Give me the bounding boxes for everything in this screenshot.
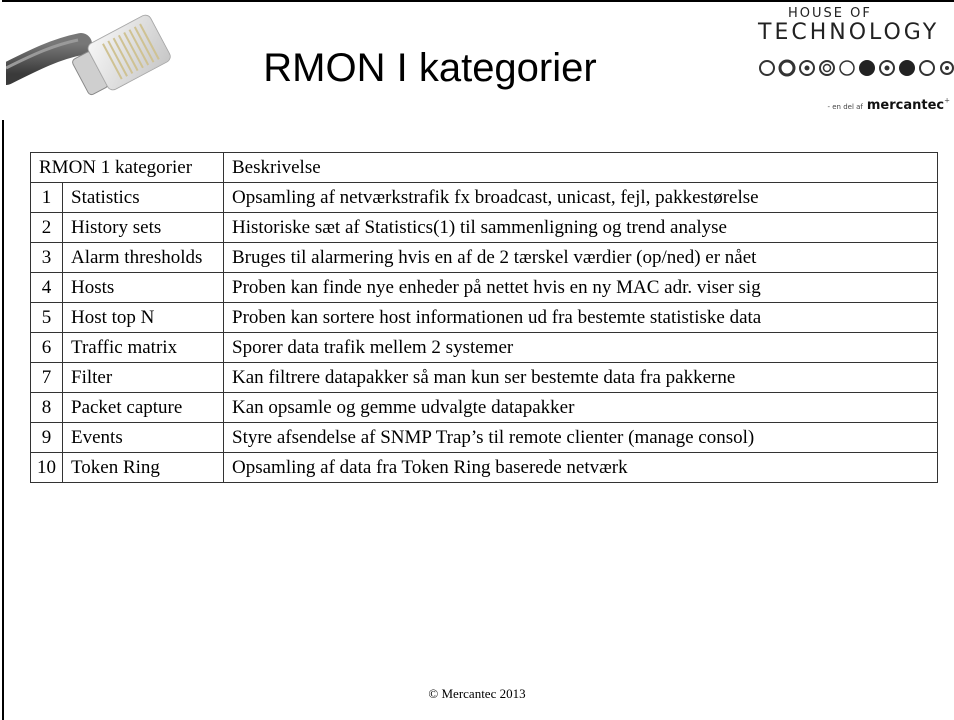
row-description: Proben kan finde nye enheder på nettet h… [223, 272, 938, 303]
row-category: Traffic matrix [62, 332, 224, 363]
rmon-categories-table: RMON 1 kategorier Beskrivelse 1 Statisti… [30, 152, 938, 483]
logo-tagline: - en del af mercantec+ [827, 96, 950, 114]
row-description: Styre afsendelse af SNMP Trap’s til remo… [223, 422, 938, 453]
row-category: Filter [62, 362, 224, 393]
table-row: 5 Host top N Proben kan sortere host inf… [30, 302, 938, 333]
logo-line-1: HOUSE OF [788, 6, 872, 21]
row-description: Proben kan sortere host informationen ud… [223, 302, 938, 333]
row-number: 5 [30, 302, 63, 333]
table-row: 3 Alarm thresholds Bruges til alarmering… [30, 242, 938, 273]
row-category: Hosts [62, 272, 224, 303]
slide-title: RMON I kategorier [263, 46, 597, 90]
row-description: Kan filtrere datapakker så man kun ser b… [223, 362, 938, 393]
row-number: 6 [30, 332, 63, 363]
header-cell-categories: RMON 1 kategorier [30, 152, 224, 183]
row-category: Packet capture [62, 392, 224, 423]
table-row: 2 History sets Historiske sæt af Statist… [30, 212, 938, 243]
row-category: Alarm thresholds [62, 242, 224, 273]
row-description: Historiske sæt af Statistics(1) til samm… [223, 212, 938, 243]
row-description: Kan opsamle og gemme udvalgte datapakker [223, 392, 938, 423]
row-number: 8 [30, 392, 63, 423]
row-description: Opsamling af netværkstrafik fx broadcast… [223, 182, 938, 213]
table-row: 8 Packet capture Kan opsamle og gemme ud… [30, 392, 938, 423]
row-number: 2 [30, 212, 63, 243]
network-cable-icon [6, 14, 171, 96]
logo-tagline-small: - en del af [827, 103, 863, 111]
row-category: Events [62, 422, 224, 453]
table-row: 9 Events Styre afsendelse af SNMP Trap’s… [30, 422, 938, 453]
table-row: 6 Traffic matrix Sporer data trafik mell… [30, 332, 938, 363]
row-number: 9 [30, 422, 63, 453]
table-row: 10 Token Ring Opsamling af data fra Toke… [30, 452, 938, 483]
logo-brand-mark: + [944, 96, 950, 105]
row-description: Bruges til alarmering hvis en af de 2 tæ… [223, 242, 938, 273]
table-row: 4 Hosts Proben kan finde nye enheder på … [30, 272, 938, 303]
logo-dots-icon [759, 59, 954, 77]
header-cell-description: Beskrivelse [223, 152, 938, 183]
logo-brand: mercantec [866, 98, 945, 113]
house-of-technology-logo: HOUSE OF TECHNOLOGY - en del af mercante… [758, 6, 954, 116]
table-row: 7 Filter Kan filtrere datapakker så man … [30, 362, 938, 393]
row-number: 10 [30, 452, 63, 483]
row-number: 7 [30, 362, 63, 393]
row-number: 4 [30, 272, 63, 303]
row-number: 1 [30, 182, 63, 213]
row-category: Host top N [62, 302, 224, 333]
slide-frame-left [2, 120, 4, 720]
table-row: 1 Statistics Opsamling af netværkstrafik… [30, 182, 938, 213]
slide-frame-top [2, 0, 954, 2]
row-category: Statistics [62, 182, 224, 213]
row-number: 3 [30, 242, 63, 273]
logo-line-2: TECHNOLOGY [758, 20, 940, 45]
row-description: Sporer data trafik mellem 2 systemer [223, 332, 938, 363]
row-description: Opsamling af data fra Token Ring basered… [223, 452, 938, 483]
row-category: Token Ring [62, 452, 224, 483]
table-header-row: RMON 1 kategorier Beskrivelse [30, 152, 938, 183]
slide-footer: © Mercantec 2013 [428, 686, 526, 701]
row-category: History sets [62, 212, 224, 243]
